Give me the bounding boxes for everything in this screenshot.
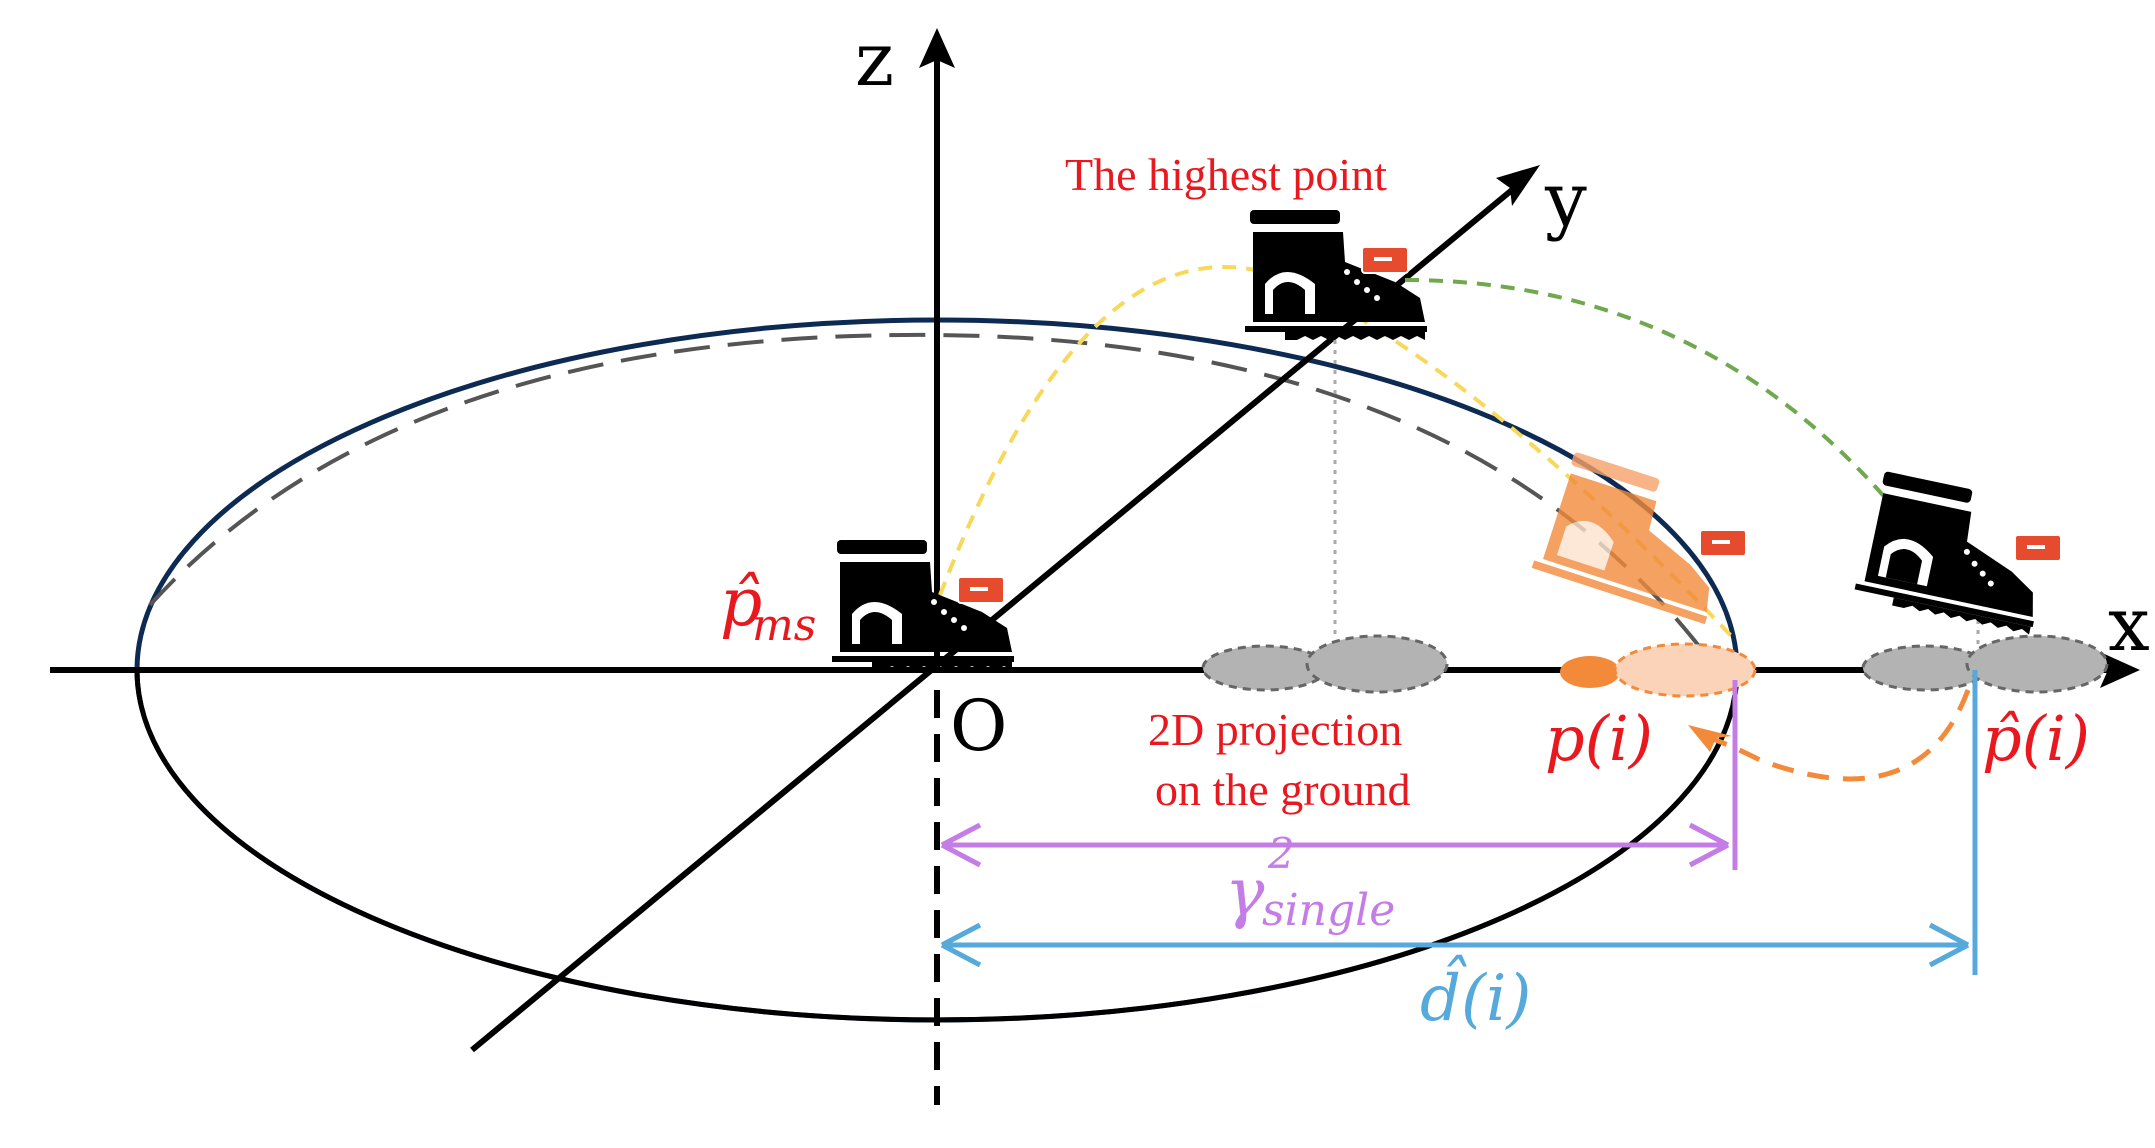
orange-arc: [1699, 689, 1971, 782]
svg-text:2: 2: [1267, 829, 1295, 878]
x-axis-arrowhead: [2100, 652, 2140, 688]
p-hat-i-label: p̂(i): [1982, 702, 2090, 775]
p-i-label: p(i): [1545, 702, 1653, 775]
footprint-icon: [1201, 634, 1449, 694]
svg-text:p̂: p̂: [720, 564, 762, 641]
y-axis-arrowhead: [1496, 165, 1540, 206]
highest-point-label: The highest point: [1065, 149, 1387, 200]
sensor-tag-icon: [1361, 246, 1409, 274]
sensor-tag-icon: [1699, 529, 1747, 557]
d-arrow-right: [1928, 922, 1970, 968]
gamma-arrow-right: [1688, 822, 1730, 868]
sensor-tag-icon: [957, 576, 1005, 604]
footprint-icon-orange: [1560, 642, 1757, 698]
z-axis-label: z: [855, 17, 894, 103]
orange-arrowhead: [1688, 725, 1732, 752]
projection-label-line1: 2D projection: [1148, 704, 1402, 755]
inner-dashed-curve: [148, 332, 1740, 702]
origin-label: O: [950, 685, 1007, 767]
boot-icon-start: [832, 540, 1014, 670]
svg-text:single: single: [1262, 885, 1395, 936]
x-axis-label: x: [2108, 582, 2150, 668]
boot-icon-highest: [1245, 210, 1427, 340]
footprint-icon: [1861, 634, 2109, 694]
d-arrow-left: [940, 922, 982, 968]
p-ms-label: p̂ ms: [720, 564, 816, 651]
gamma-single-label: γ 2 single: [1225, 829, 1395, 936]
z-axis-arrowhead: [919, 28, 955, 68]
svg-text:γ: γ: [1225, 854, 1265, 931]
projection-label-line2: on the ground: [1155, 764, 1411, 815]
svg-text:ms: ms: [752, 600, 816, 651]
green-trajectory: [1404, 278, 1922, 542]
y-axis-label: y: [1544, 157, 1587, 243]
d-hat-i-label: d̂(i): [1420, 955, 1531, 1036]
sensor-tag-icon: [2014, 534, 2062, 562]
gamma-arrow-left: [940, 822, 982, 868]
